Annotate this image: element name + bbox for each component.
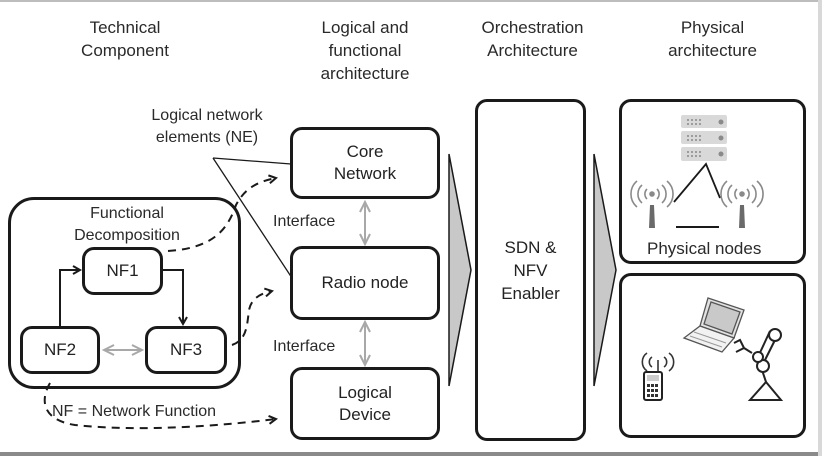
functional-decomposition-title: Functional Decomposition	[74, 205, 180, 244]
frame-border	[0, 452, 822, 456]
header-logical-functional-architecture: Logical and functional architecture	[320, 18, 410, 83]
header-orchestration-architecture: Orchestration Architecture	[481, 18, 584, 60]
header-technical-component: Technical Component	[81, 18, 169, 60]
chevron-to-orchestration	[448, 153, 472, 387]
frame-border	[818, 0, 822, 456]
frame-border	[0, 0, 822, 2]
header-physical-architecture: Physical architecture	[668, 18, 757, 60]
nf-legend-label: NF = Network Function	[52, 403, 217, 420]
interface-label-bottom: Interface	[273, 338, 336, 355]
logical-network-elements-label: Logical network elements (NE)	[151, 107, 263, 146]
nf3-box[interactable]: NF3	[145, 326, 227, 374]
core-network-box[interactable]: Core Network	[290, 127, 440, 199]
nf2-box[interactable]: NF2	[20, 326, 100, 374]
sdn-nfv-enabler-box[interactable]: SDN & NFV Enabler	[475, 99, 586, 441]
logical-device-box[interactable]: Logical Device	[290, 367, 440, 440]
physical-nodes-label: Physical nodes	[647, 239, 762, 258]
radio-node-box[interactable]: Radio node	[290, 246, 440, 320]
nf1-box[interactable]: NF1	[82, 247, 163, 295]
interface-label-top: Interface	[273, 213, 336, 230]
devices-box	[619, 273, 806, 438]
chevron-to-physical	[593, 153, 617, 387]
